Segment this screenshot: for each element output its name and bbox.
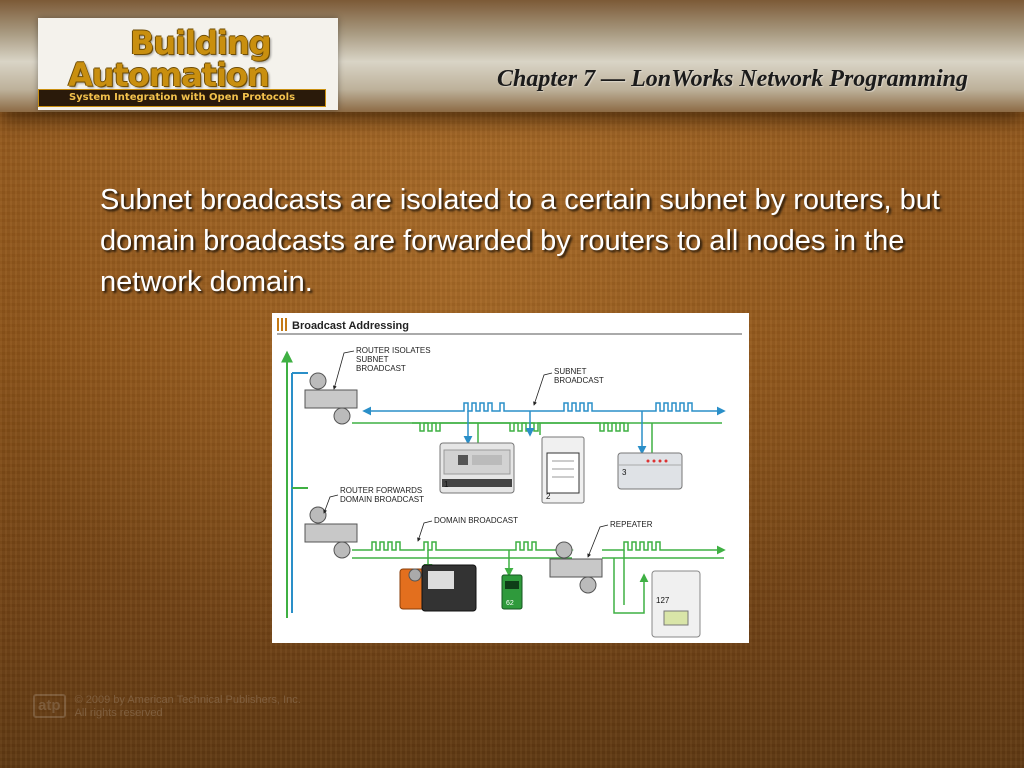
actuator-node bbox=[399, 564, 477, 612]
svg-text:DOMAIN BROADCAST: DOMAIN BROADCAST bbox=[434, 516, 518, 525]
svg-text:DOMAIN BROADCAST: DOMAIN BROADCAST bbox=[340, 495, 424, 504]
node-1-controller: 1 bbox=[439, 442, 515, 494]
svg-text:ROUTER FORWARDS: ROUTER FORWARDS bbox=[340, 486, 422, 495]
domain-channel: DOMAIN BROADCAST bbox=[352, 516, 726, 577]
logo-tagline: System Integration with Open Protocols bbox=[38, 89, 326, 107]
svg-text:3: 3 bbox=[622, 468, 627, 477]
copyright-notice: atp © 2009 by American Technical Publish… bbox=[33, 694, 301, 720]
svg-text:ROUTER ISOLATES: ROUTER ISOLATES bbox=[356, 346, 431, 355]
router-forwards-domain: ROUTER FORWARDS DOMAIN BROADCAST bbox=[304, 486, 424, 559]
subnet-channel: SUBNET BROADCAST bbox=[352, 367, 726, 432]
svg-text:BROADCAST: BROADCAST bbox=[356, 364, 406, 373]
router-isolates-subnet: ROUTER ISOLATES SUBNET BROADCAST bbox=[304, 346, 431, 425]
figure-title-bar: Broadcast Addressing bbox=[277, 318, 742, 335]
node-2-thermostat: 2 bbox=[541, 436, 585, 504]
backbone-channel bbox=[281, 350, 308, 618]
figure-diagram: Broadcast Addressing ROUTER ISOLATES SUB… bbox=[277, 318, 742, 638]
broadcast-addressing-figure: Broadcast Addressing ROUTER ISOLATES SUB… bbox=[272, 313, 749, 643]
figure-title: Broadcast Addressing bbox=[292, 320, 409, 332]
svg-text:127: 127 bbox=[656, 596, 670, 605]
node-62-module: 62 bbox=[501, 574, 523, 610]
chapter-title: Chapter 7 — LonWorks Network Programming bbox=[497, 66, 968, 92]
svg-text:2: 2 bbox=[546, 492, 551, 501]
svg-text:BROADCAST: BROADCAST bbox=[554, 376, 604, 385]
slide-body-text: Subnet broadcasts are isolated to a cert… bbox=[100, 184, 940, 298]
svg-text:1: 1 bbox=[444, 480, 449, 489]
svg-text:SUBNET: SUBNET bbox=[356, 355, 389, 364]
node-3-module: 3 bbox=[617, 452, 683, 490]
svg-text:REPEATER: REPEATER bbox=[610, 520, 653, 529]
copyright-line-2: All rights reserved bbox=[74, 707, 163, 719]
copyright-line-1: © 2009 by American Technical Publishers,… bbox=[74, 694, 301, 706]
svg-text:62: 62 bbox=[506, 600, 514, 607]
svg-text:SUBNET: SUBNET bbox=[554, 367, 587, 376]
repeater: REPEATER bbox=[549, 520, 653, 614]
atp-logo: atp bbox=[33, 694, 66, 718]
logo-line-automation: Automation bbox=[68, 56, 270, 94]
slide-header: Building Automation System Integration w… bbox=[0, 0, 1024, 112]
subnet-node-drops bbox=[463, 411, 653, 455]
book-logo: Building Automation System Integration w… bbox=[38, 18, 338, 110]
node-127-thermostat: 127 bbox=[651, 570, 701, 638]
logo-line-building: Building bbox=[130, 24, 272, 62]
